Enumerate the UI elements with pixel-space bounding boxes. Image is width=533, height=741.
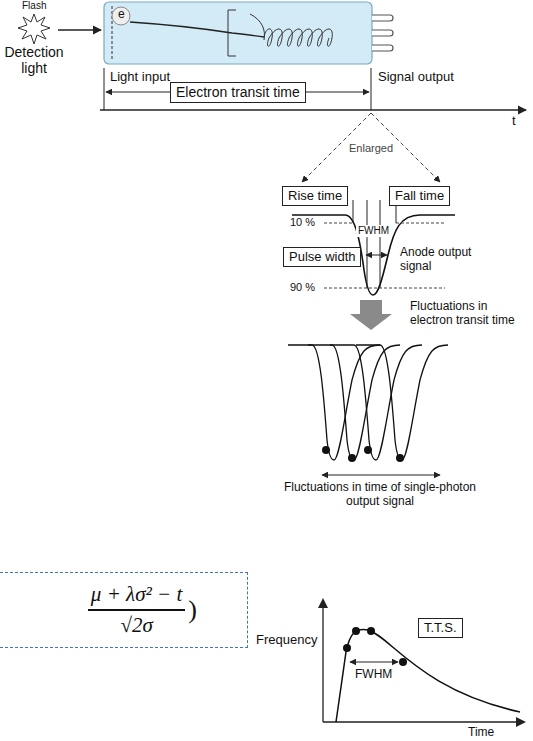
tts-curve <box>336 630 520 722</box>
tts-dots <box>343 627 407 666</box>
level-10 <box>324 223 352 224</box>
time-box: Pulse width <box>283 247 361 267</box>
time-axis <box>100 109 526 110</box>
axis-label: t <box>512 114 516 129</box>
fluctuating-pulses <box>288 345 448 462</box>
fwhm-label: FWHM <box>353 668 394 682</box>
box-text: Pulse width <box>289 249 355 265</box>
electron-label: e <box>118 8 125 22</box>
level-90 <box>324 288 445 289</box>
paren: ) <box>188 595 197 625</box>
level-label: 90 % <box>290 281 315 294</box>
time-box: Electron transit time <box>170 82 306 103</box>
note-label: Fluctuations in time of single-photon ou… <box>280 481 480 509</box>
electron-multiplier <box>264 29 332 46</box>
box-text: T.T.S. <box>424 620 457 636</box>
time-markers <box>353 200 396 288</box>
axis-label: Time <box>468 726 494 740</box>
spread-arrow <box>322 475 440 476</box>
tick <box>371 68 372 110</box>
flash-label: Flash <box>22 0 46 12</box>
tts-box: T.T.S. <box>418 618 463 638</box>
enlarged-label: Enlarged <box>347 142 395 155</box>
light-label: Detection light <box>0 44 72 76</box>
down-arrow <box>350 300 392 330</box>
formula-box: μ + λσ² − t√2σ) <box>0 572 248 648</box>
signal-label: Anode output signal <box>400 246 495 274</box>
time-box: Fall time <box>389 186 450 206</box>
numerator: μ + λσ² − t <box>88 582 185 609</box>
note-label: Fluctuations in electron transit time <box>410 300 522 328</box>
fraction: μ + λσ² − t√2σ <box>88 582 185 637</box>
level-label: 10 % <box>290 216 315 229</box>
box-text: Electron transit time <box>176 84 300 101</box>
tick <box>104 68 105 110</box>
electron-path <box>130 22 264 37</box>
flash-burst <box>18 14 50 44</box>
box-text: Fall time <box>395 188 444 204</box>
hist-axes <box>323 602 522 722</box>
fwhm-arrow <box>366 255 387 256</box>
denominator: √2σ <box>120 611 152 638</box>
axis-label: Frequency <box>256 633 317 648</box>
light-arrow <box>58 29 101 30</box>
time-box: Rise time <box>282 186 348 206</box>
pmt-pins <box>372 15 393 51</box>
timeline-label: Signal output <box>378 70 454 85</box>
hist-arrowheads <box>318 598 526 727</box>
timeline-label: Light input <box>110 70 170 85</box>
level-10 <box>396 223 445 224</box>
box-text: Rise time <box>288 188 342 204</box>
pmt-tube <box>104 2 372 64</box>
fwhm-label: FWHM <box>356 225 391 237</box>
electron <box>112 7 130 25</box>
fwhm-arrow <box>350 662 398 663</box>
fraction-bar <box>88 609 185 610</box>
